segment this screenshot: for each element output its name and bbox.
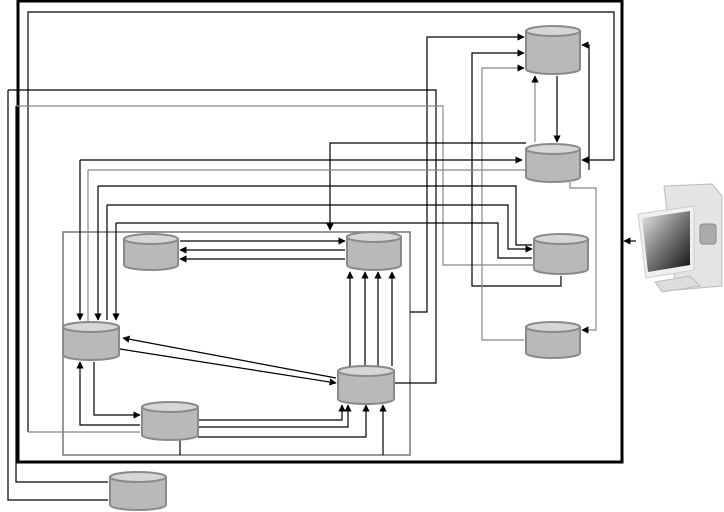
connection-arrow [119,348,337,386]
outer-system-boundary [16,0,624,464]
connection-arrow [569,182,597,334]
connection-lines [7,11,636,501]
database-icon [533,233,589,275]
connection-arrow [116,222,532,259]
database-icon [337,365,395,405]
database-icon [525,143,581,183]
connection-arrow [93,362,141,419]
connection-arrow [198,404,370,438]
connection-arrow [481,64,525,341]
connection-arrow [76,361,140,426]
database-nodes [62,25,589,511]
connection-arrow [7,90,108,501]
connection-arrow [198,404,346,421]
connection-arrow [27,11,615,432]
connection-arrow [198,404,352,428]
database-icon [346,231,402,271]
connection-arrow [8,89,437,384]
computer-workstation-icon [637,183,723,293]
connection-arrow [107,204,533,253]
connection-arrow [122,335,337,379]
database-icon [123,233,179,271]
database-icon [141,401,199,441]
database-icon [62,321,120,361]
connection-arrow [581,41,590,170]
connection-arrow [98,185,532,246]
connection-arrow [326,142,526,231]
database-icon [525,25,581,75]
connection-arrow [15,106,108,483]
connection-arrow [471,49,562,287]
connection-arrow [410,33,525,313]
database-icon [525,321,581,359]
database-icon [109,471,167,511]
